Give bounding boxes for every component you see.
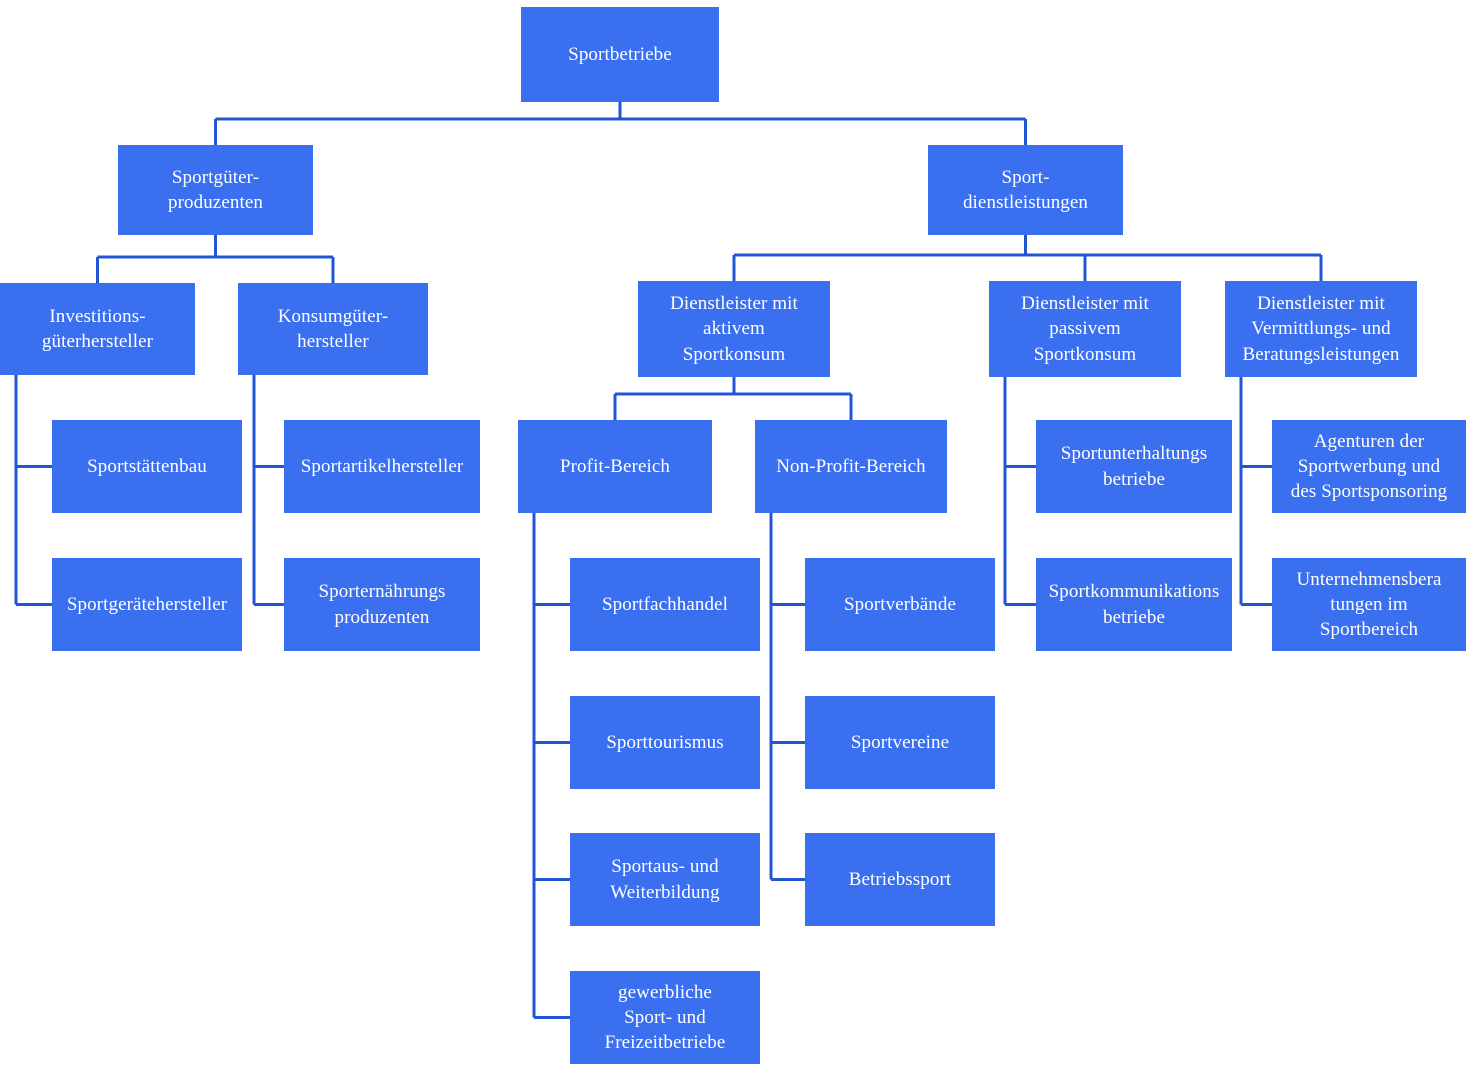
node-dienstleister-aktiv[interactable]: Dienstleister mit aktivem Sportkonsum — [638, 281, 830, 377]
node-betriebssport[interactable]: Betriebssport — [805, 833, 995, 926]
node-sportartikelhersteller[interactable]: Sportartikelhersteller — [284, 420, 480, 513]
node-sportgeraetehersteller[interactable]: Sportgerätehersteller — [52, 558, 242, 651]
node-sportfachhandel[interactable]: Sportfachhandel — [570, 558, 760, 651]
node-sportunterhaltungsbetriebe[interactable]: Sportunterhaltungs betriebe — [1036, 420, 1232, 513]
node-dienstleister-passiv[interactable]: Dienstleister mit passivem Sportkonsum — [989, 281, 1181, 377]
node-sportgueterproduzenten[interactable]: Sportgüter- produzenten — [118, 145, 313, 235]
node-profit-bereich[interactable]: Profit-Bereich — [518, 420, 712, 513]
node-sportverbaende[interactable]: Sportverbände — [805, 558, 995, 651]
node-sportvereine[interactable]: Sportvereine — [805, 696, 995, 789]
node-sportstaettenbau[interactable]: Sportstättenbau — [52, 420, 242, 513]
node-sporternaehrungsproduzenten[interactable]: Sporternährungs produzenten — [284, 558, 480, 651]
node-sportbetriebe[interactable]: Sportbetriebe — [521, 7, 719, 102]
node-sporttourismus[interactable]: Sporttourismus — [570, 696, 760, 789]
node-non-profit-bereich[interactable]: Non-Profit-Bereich — [755, 420, 947, 513]
node-sportdienstleistungen[interactable]: Sport- dienstleistungen — [928, 145, 1123, 235]
node-gewerbliche-sportbetriebe[interactable]: gewerbliche Sport- und Freizeitbetriebe — [570, 971, 760, 1064]
node-sportkommunikationsbetriebe[interactable]: Sportkommunikations betriebe — [1036, 558, 1232, 651]
node-agenturen-sportwerbung[interactable]: Agenturen der Sportwerbung und des Sport… — [1272, 420, 1466, 513]
node-sportaus-weiterbildung[interactable]: Sportaus- und Weiterbildung — [570, 833, 760, 926]
node-investitionsgueterhersteller[interactable]: Investitions- güterhersteller — [0, 283, 195, 375]
node-unternehmensberatungen[interactable]: Unternehmensbera tungen im Sportbereich — [1272, 558, 1466, 651]
node-dienstleister-vermittlung[interactable]: Dienstleister mit Vermittlungs- und Bera… — [1225, 281, 1417, 377]
node-konsumgueterhersteller[interactable]: Konsumgüter- hersteller — [238, 283, 428, 375]
